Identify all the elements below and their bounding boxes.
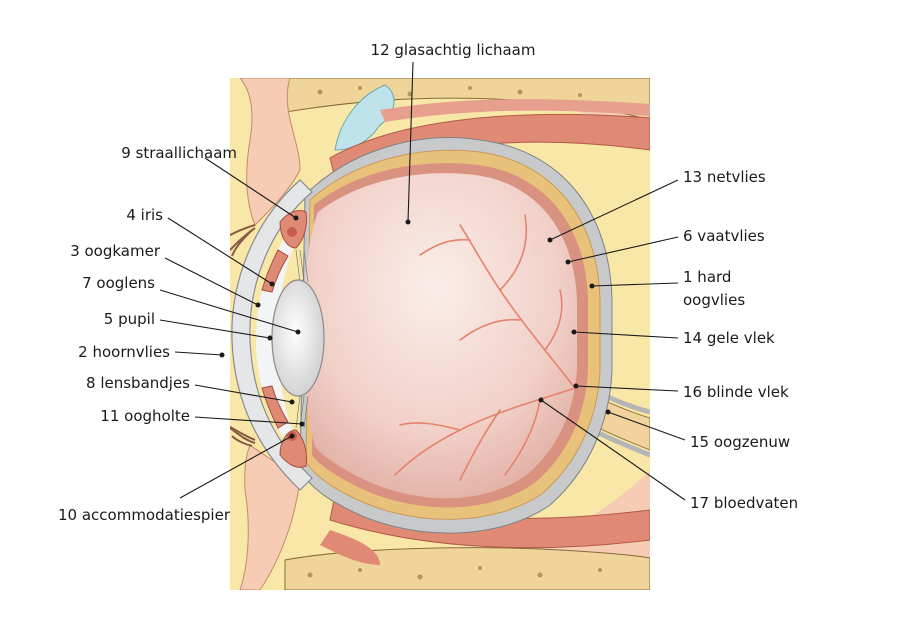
label-netvlies: 13 netvlies: [683, 168, 766, 186]
iris-lower: [261, 385, 289, 429]
leader-16: [575, 385, 679, 392]
label-bloedvaten: 17 bloedvaten: [690, 494, 798, 512]
vitreous-body: [303, 173, 577, 499]
label-vaatvlies: 6 vaatvlies: [683, 227, 765, 245]
lens: [271, 279, 325, 397]
leader-7: [159, 289, 299, 333]
leader-15: [607, 411, 686, 441]
eyelashes: [230, 224, 256, 447]
cornea: [231, 179, 313, 491]
label-glasachtig-lichaam: 12 glasachtig lichaam: [371, 41, 536, 59]
leader-11: [194, 416, 303, 425]
label-gele-vlek: 14 gele vlek: [683, 329, 775, 347]
label-iris: 4 iris: [126, 206, 163, 224]
upper-eye-muscle-2: [380, 99, 650, 122]
leader-9: [204, 157, 297, 219]
leader-5: [159, 319, 271, 339]
lower-eye-muscle-2: [320, 530, 380, 565]
leader-8: [194, 384, 293, 403]
leader-12: [407, 61, 414, 223]
label-oogvlies: oogvlies: [683, 291, 745, 309]
leader-4: [167, 217, 273, 285]
label-hard: 1 hard: [683, 268, 731, 286]
leader-17: [540, 399, 686, 501]
leader-2: [174, 351, 223, 356]
label-ooglens: 7 ooglens: [82, 274, 155, 292]
leader-1: [591, 282, 679, 287]
bone-texture: [307, 86, 602, 580]
label-hoornvlies: 2 hoornvlies: [78, 343, 170, 361]
label-blinde-vlek: 16 blinde vlek: [683, 383, 789, 401]
labels: 12 glasachtig lichaam 9 straallichaam 4 …: [58, 41, 798, 524]
eye-illustration: [230, 78, 650, 590]
leader-10: [179, 435, 293, 499]
tear-gland: [334, 84, 395, 151]
leader-lines: [159, 61, 686, 501]
label-oogholte: 11 oogholte: [100, 407, 190, 425]
label-straallichaam: 9 straallichaam: [121, 144, 237, 162]
label-pupil: 5 pupil: [104, 310, 155, 328]
label-oogkamer: 3 oogkamer: [70, 242, 161, 260]
leader-13: [549, 179, 679, 241]
label-accommodatiespier: 10 accommodatiespier: [58, 506, 231, 524]
label-lensbandjes: 8 lensbandjes: [86, 374, 190, 392]
retinal-blood-vessels: [394, 214, 576, 481]
leader-14: [573, 331, 679, 339]
leader-3: [164, 257, 259, 306]
upper-eyelid: [239, 78, 301, 226]
label-oogzenuw: 15 oogzenuw: [690, 433, 790, 451]
leader-6: [567, 236, 679, 263]
